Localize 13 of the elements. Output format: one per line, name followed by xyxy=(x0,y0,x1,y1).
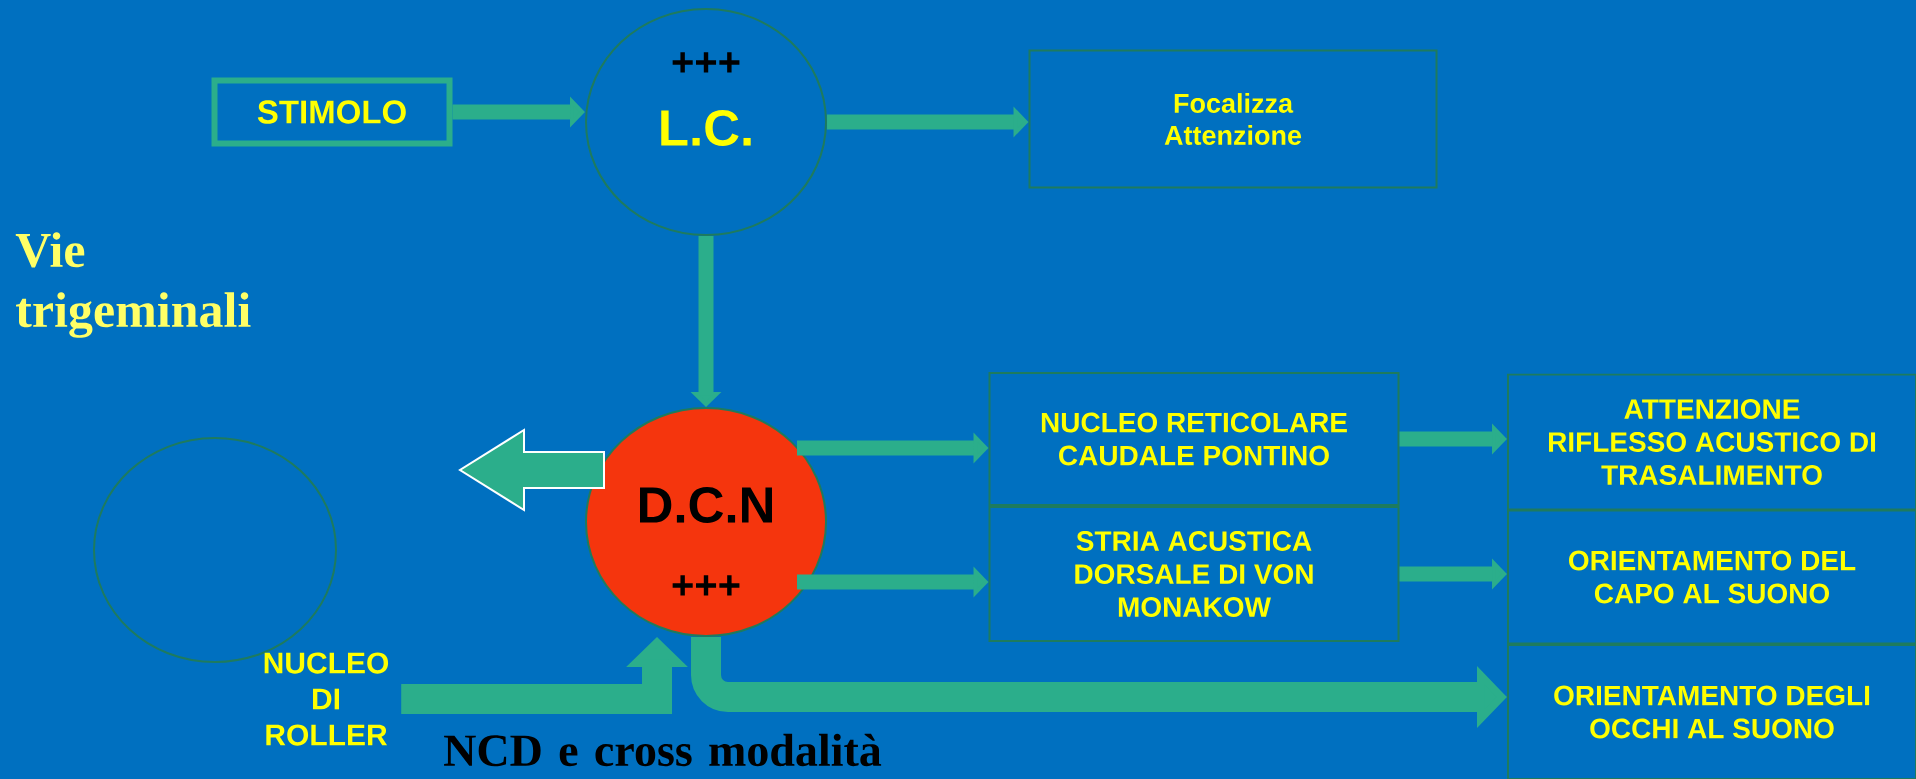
circle-node: +++ L.C. xyxy=(585,8,827,236)
side-label: Vie trigeminali xyxy=(15,232,251,338)
text-box: STRIA ACUSTICA DORSALE DI VON MONAKOW xyxy=(988,506,1400,642)
text-box: STIMOLO xyxy=(211,77,453,147)
caption-label: NCD e cross modalità xyxy=(444,733,882,767)
text-box: NUCLEO RETICOLARE CAUDALE PONTINO xyxy=(988,372,1400,506)
text-box: Focalizza Attenzione xyxy=(1028,49,1438,189)
arrow xyxy=(458,428,605,512)
text-box: ATTENZIONE RIFLESSO ACUSTICO DI TRASALIMENTO xyxy=(1507,373,1916,511)
node-label: NUCLEO DI ROLLER xyxy=(264,652,389,746)
circle-node: D.C.N +++ xyxy=(585,407,827,637)
text-box: ORIENTAMENTO DEL CAPO AL SUONO xyxy=(1507,509,1916,645)
text-box: ORIENTAMENTO DEGLI OCCHI AL SUONO xyxy=(1507,644,1916,779)
